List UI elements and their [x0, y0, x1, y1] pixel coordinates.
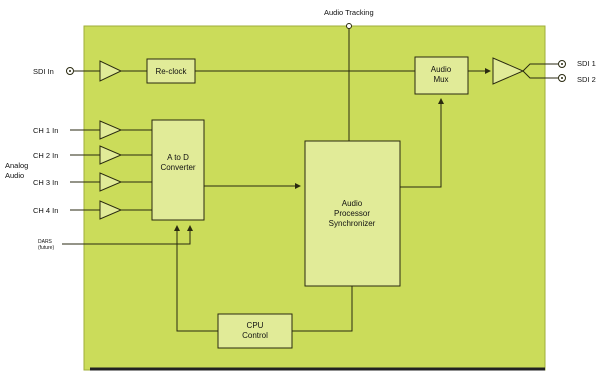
reclock-label: Re-clock — [155, 67, 187, 76]
cpu-control-block — [217, 313, 293, 349]
sdi-in-label: SDI In — [33, 67, 54, 76]
ch4-label: CH 4 In — [33, 206, 58, 215]
sdi1-label: SDI 1 — [577, 59, 596, 68]
processor-label-1: Audio — [342, 199, 363, 208]
a-to-d-label-2: Converter — [160, 163, 195, 172]
reclock-block — [146, 58, 196, 84]
dars-label-2: (future) — [38, 245, 54, 251]
a-to-d-label-1: A to D — [167, 153, 189, 162]
ch1-buffer — [99, 120, 123, 140]
sdi2-label: SDI 2 — [577, 75, 596, 84]
ch2-buffer — [99, 145, 123, 165]
audio-mux-label-2: Mux — [433, 75, 448, 84]
audio-mux-block — [414, 56, 469, 95]
processor-label-2: Processor — [334, 209, 370, 218]
audio-tracking-label: Audio Tracking — [324, 8, 374, 17]
cpu-label-2: Control — [242, 331, 268, 340]
analog-audio-label-2: Audio — [5, 171, 24, 180]
ch2-label: CH 2 In — [33, 151, 58, 160]
ch4-buffer — [99, 200, 123, 220]
audio-mux-label-1: Audio — [431, 65, 452, 74]
audio-tracking-connector — [346, 23, 352, 29]
ch1-label: CH 1 In — [33, 126, 58, 135]
output-amplifier — [492, 57, 525, 85]
audio-processor-synchronizer-block — [304, 140, 401, 287]
ch3-label: CH 3 In — [33, 178, 58, 187]
processor-label-3: Synchronizer — [329, 219, 376, 228]
ch3-buffer — [99, 172, 123, 192]
sdi-in-buffer — [99, 60, 123, 82]
dars-label-1: DARS — [38, 239, 53, 245]
analog-audio-label-1: Analog — [5, 161, 28, 170]
a-to-d-converter-block — [151, 119, 205, 221]
cpu-label-1: CPU — [247, 321, 264, 330]
